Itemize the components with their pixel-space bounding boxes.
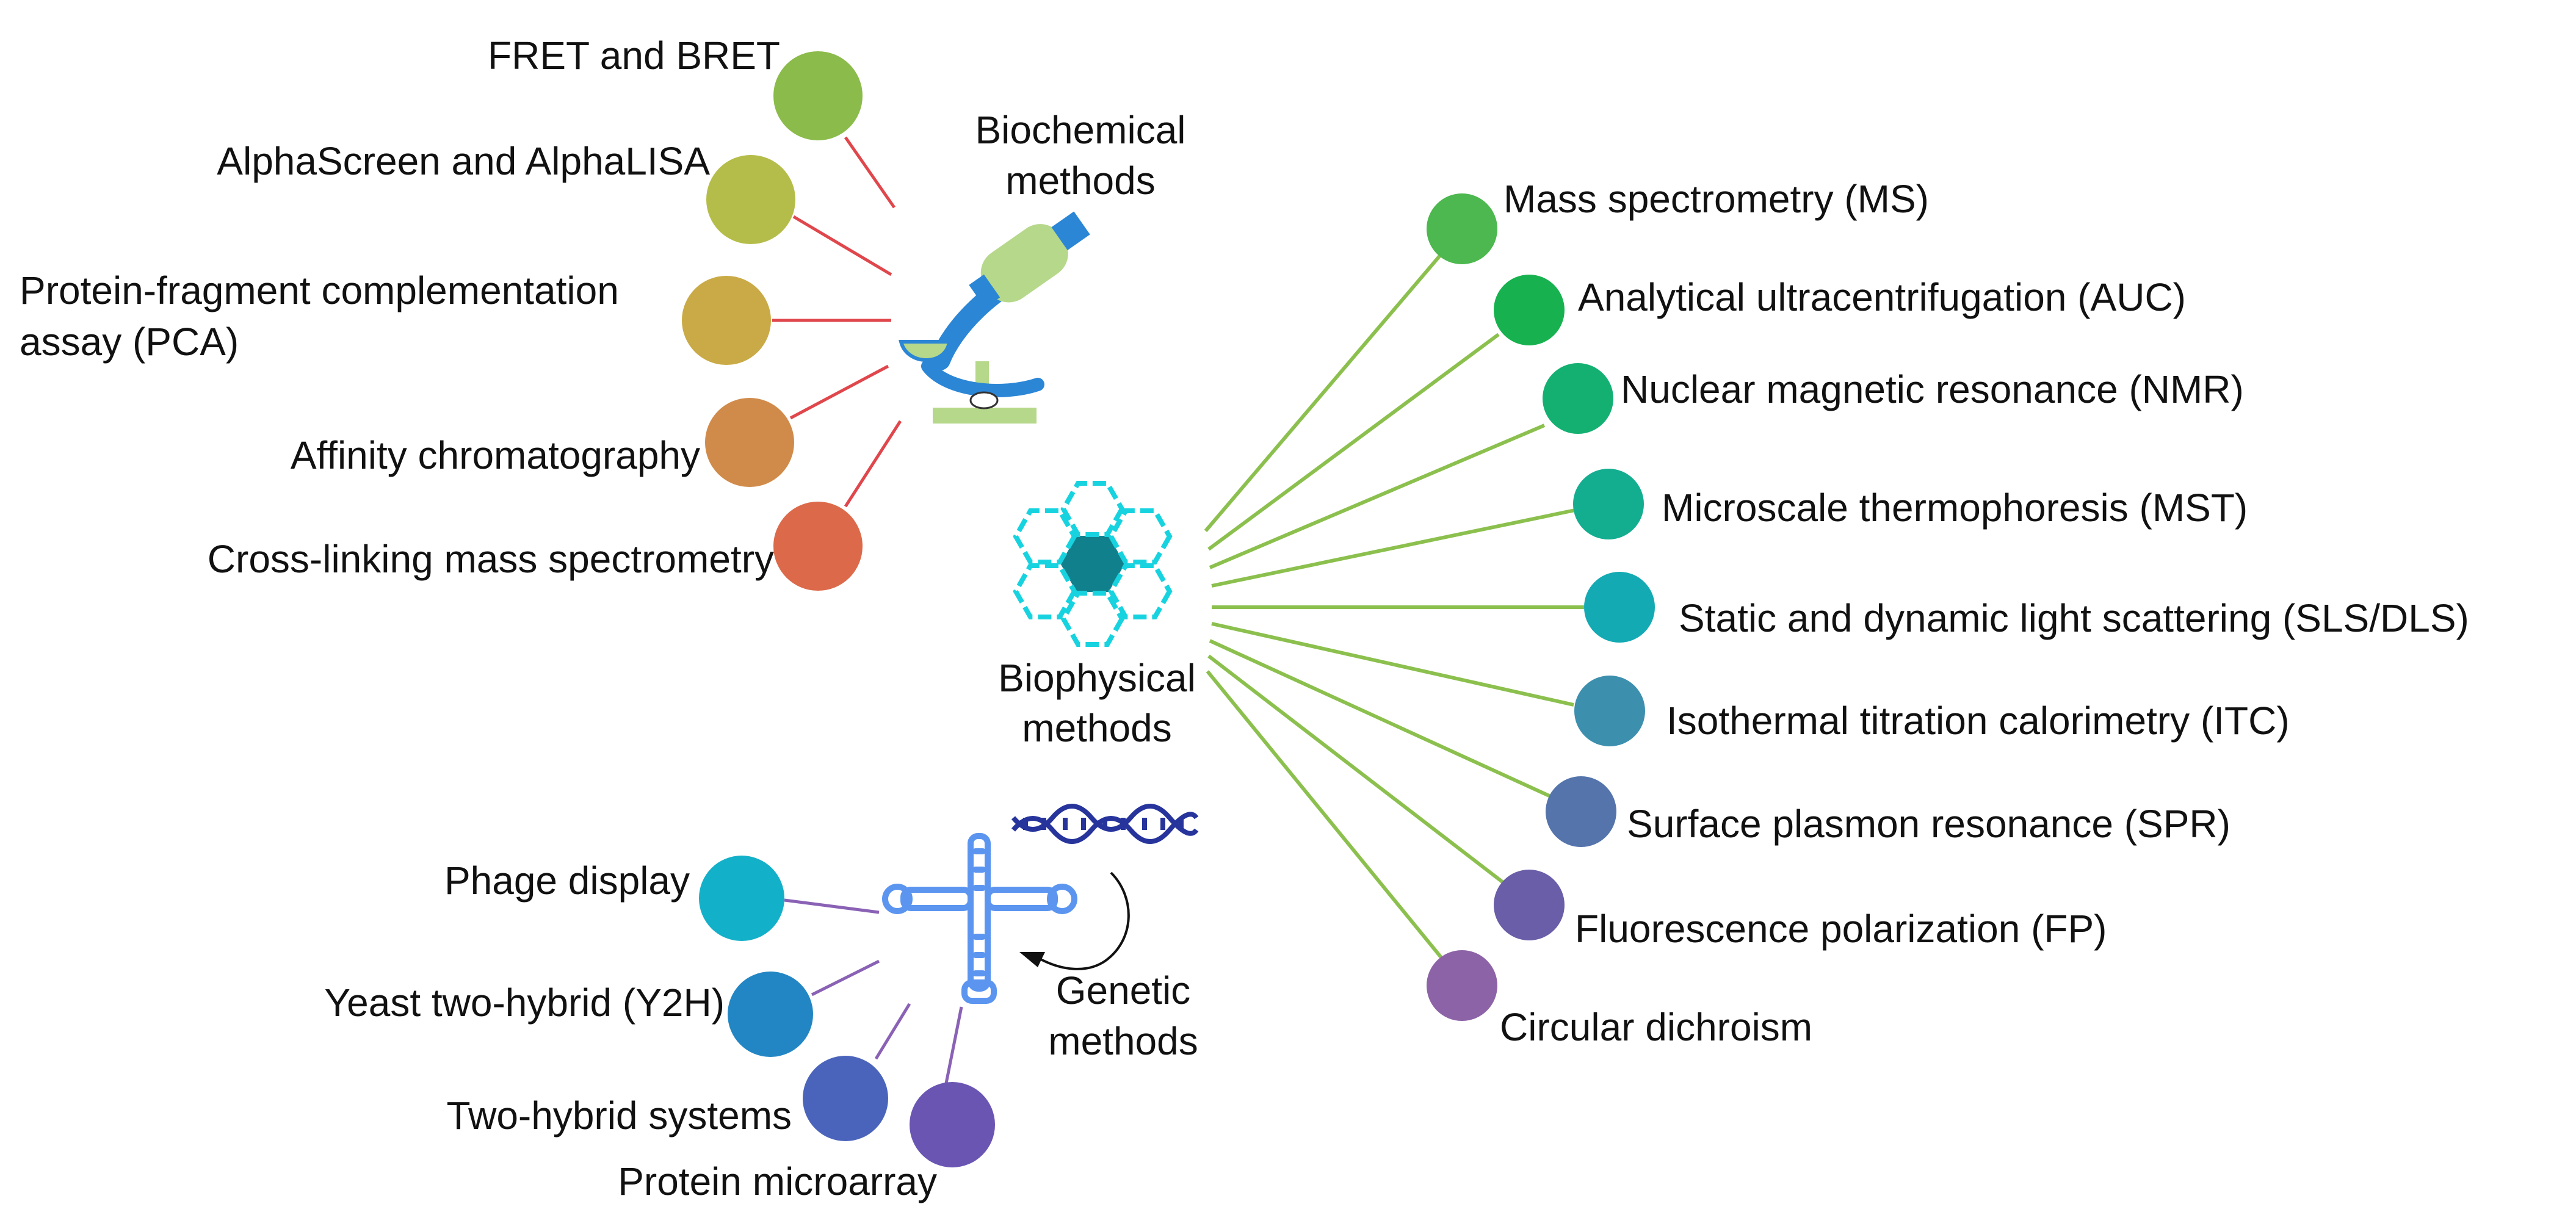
method-label: Mass spectrometry (MS) [1503, 177, 1929, 221]
connector-cd [1206, 670, 1449, 965]
method-label: Circular dichroism [1500, 1005, 1812, 1049]
method-bubble [803, 1056, 888, 1141]
connector-affinity [789, 364, 889, 420]
method-bubble [1494, 275, 1565, 345]
method-label: Cross-linking mass spectrometry [208, 537, 774, 581]
method-node-mst: Microscale thermophoresis (MST) [1573, 469, 2248, 539]
method-node-affinity: Affinity chromatography [291, 398, 794, 487]
connector-fret [844, 136, 896, 209]
method-label: Nuclear magnetic resonance (NMR) [1621, 367, 2244, 411]
method-label: Static and dynamic light scattering (SLS… [1679, 596, 2469, 640]
connector-spr [1209, 639, 1552, 798]
method-label: AlphaScreen and AlphaLISA [217, 139, 710, 183]
method-node-xlms: Cross-linking mass spectrometry [208, 502, 863, 591]
connector-xlms [844, 420, 902, 508]
method-bubble [706, 155, 795, 244]
method-bubble [773, 502, 863, 591]
method-node-alphascreen: AlphaScreen and AlphaLISA [217, 139, 795, 244]
hexagon-center [1060, 536, 1125, 592]
method-bubble [1574, 676, 1645, 746]
method-bubble [699, 856, 784, 941]
biophysical-group: Biophysical methods Mass spectrometry (M… [998, 177, 2469, 1049]
method-bubble [728, 972, 813, 1057]
method-node-itc: Isothermal titration calorimetry (ITC) [1574, 676, 2290, 746]
genetic-connectors [784, 898, 963, 1084]
method-node-nmr: Nuclear magnetic resonance (NMR) [1543, 363, 2244, 434]
method-label: FRET and BRET [488, 34, 780, 78]
connector-alphascreen [792, 215, 892, 276]
method-label: Fluorescence polarization (FP) [1575, 907, 2107, 951]
method-label: Phage display [444, 859, 690, 903]
method-label: Two-hybrid systems [447, 1094, 792, 1138]
biochemical-connectors [772, 136, 902, 508]
connector-microarray [944, 1006, 963, 1084]
method-node-cd: Circular dichroism [1427, 950, 1812, 1049]
method-bubble [1543, 363, 1613, 434]
method-bubble [910, 1082, 995, 1167]
method-label: Protein microarray [618, 1159, 937, 1203]
method-bubble [682, 276, 771, 365]
method-label-line1: Protein-fragment complementation [20, 269, 619, 312]
method-node-two-hybrid: Two-hybrid systems [447, 1056, 888, 1141]
genetic-label-line2: methods [1048, 1019, 1198, 1063]
method-bubble [1573, 469, 1644, 539]
method-node-fp: Fluorescence polarization (FP) [1494, 870, 2107, 951]
method-node-phage: Phage display [444, 856, 784, 941]
connector-phage [784, 898, 880, 914]
method-label: Microscale thermophoresis (MST) [1662, 486, 2248, 530]
biophysical-label-line1: Biophysical [998, 656, 1196, 700]
method-node-sls-dls: Static and dynamic light scattering (SLS… [1584, 572, 2469, 643]
method-bubble [1427, 950, 1497, 1021]
connector-itc [1211, 622, 1574, 707]
connector-two-hybrid [874, 1003, 911, 1060]
method-bubble [705, 398, 794, 487]
method-label: Analytical ultracentrifugation (AUC) [1578, 275, 2186, 319]
microscope-icon [899, 211, 1090, 424]
biochemical-label-line1: Biochemical [975, 108, 1185, 152]
connector-y2h [811, 959, 880, 997]
hexagon-cluster-icon [1013, 481, 1173, 647]
connector-mst [1211, 508, 1576, 588]
method-bubble [1546, 776, 1616, 847]
biochemical-label-line2: methods [1005, 159, 1155, 203]
connector-auc [1207, 333, 1500, 551]
method-node-microarray: Protein microarray [618, 1082, 995, 1203]
method-node-pca: Protein-fragment complementation assay (… [20, 269, 771, 365]
biochemical-group: Biochemical methods FRET and BRET AlphaS… [20, 34, 1186, 591]
method-node-y2h: Yeast two-hybrid (Y2H) [324, 972, 813, 1057]
method-bubble [1427, 193, 1497, 264]
genetic-label-line1: Genetic [1056, 968, 1191, 1012]
method-label: Isothermal titration calorimetry (ITC) [1666, 699, 2290, 743]
method-label: Yeast two-hybrid (Y2H) [324, 981, 725, 1025]
biophysical-label-line2: methods [1022, 706, 1171, 750]
method-label: Affinity chromatography [291, 433, 700, 477]
method-label-line2: assay (PCA) [20, 320, 239, 364]
method-bubble [773, 51, 863, 140]
connector-fp [1207, 654, 1506, 885]
biophysical-connectors [1204, 243, 1584, 965]
method-node-ms: Mass spectrometry (MS) [1427, 177, 1929, 264]
method-node-fret: FRET and BRET [488, 34, 863, 140]
method-node-spr: Surface plasmon resonance (SPR) [1546, 776, 2230, 847]
method-label: Surface plasmon resonance (SPR) [1627, 802, 2230, 846]
connector-ms [1204, 243, 1452, 532]
connector-nmr [1209, 424, 1546, 569]
method-bubble [1584, 572, 1655, 643]
trna-dna-icon [882, 804, 1199, 1004]
genetic-group: Genetic methods Phage display Yeast two-… [324, 804, 1199, 1203]
method-node-auc: Analytical ultracentrifugation (AUC) [1494, 275, 2186, 345]
method-bubble [1494, 870, 1565, 940]
